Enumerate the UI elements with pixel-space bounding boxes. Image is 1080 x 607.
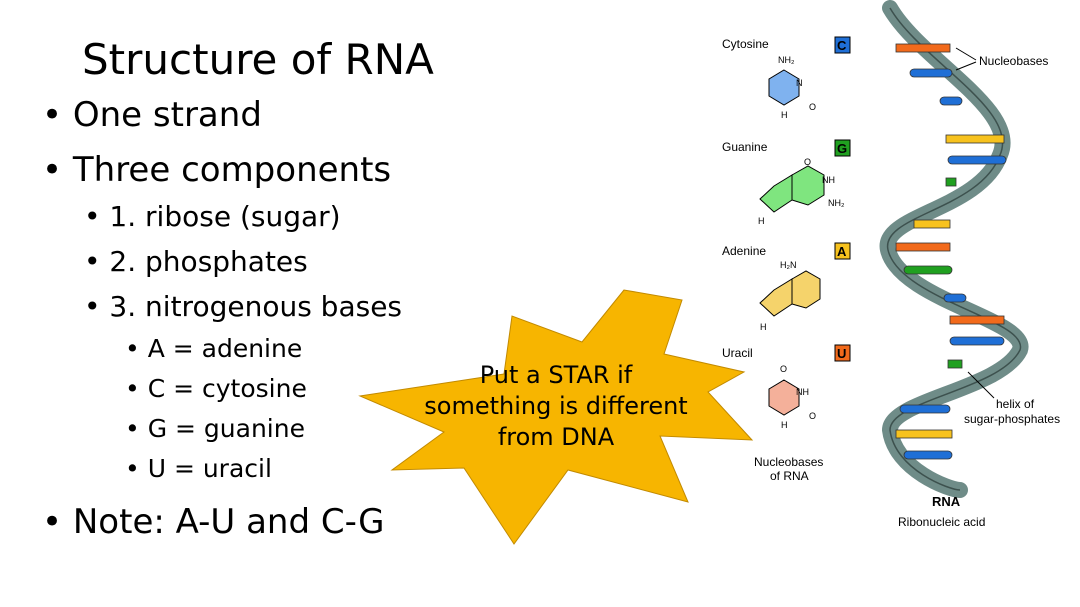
base-orange-3 — [949, 315, 1005, 325]
bullet-three-components: • Three components — [42, 150, 392, 190]
adenine-ring-1 — [759, 278, 793, 317]
helix-label-line-2: sugar-phosphates — [964, 412, 1060, 426]
base-blue-1 — [909, 68, 953, 78]
adenine-h2n: H₂N — [780, 260, 797, 270]
adenine-label: Adenine — [722, 244, 766, 258]
uracil-nh: NH — [796, 387, 809, 397]
bullet-nitrogenous-bases: • 3. nitrogenous bases — [84, 290, 403, 323]
uracil-ring — [768, 379, 800, 416]
bullet-uracil: • U = uracil — [125, 454, 272, 483]
nucleobases-pointer-2 — [955, 61, 977, 71]
adenine-letter-box — [834, 242, 851, 260]
helix-pointer — [967, 371, 995, 399]
bullet-ribose: • 1. ribose (sugar) — [84, 200, 341, 233]
base-green-1 — [945, 177, 957, 187]
bullet-cytosine: • C = cytosine — [125, 374, 307, 403]
cytosine-h: H — [781, 110, 788, 120]
guanine-ring-2 — [791, 165, 825, 206]
base-blue-2 — [939, 96, 963, 106]
cytosine-label: Cytosine — [722, 37, 769, 51]
base-yellow-2 — [913, 219, 951, 229]
adenine-letter: A — [837, 244, 847, 259]
guanine-h: H — [758, 216, 765, 226]
guanine-label: Guanine — [722, 140, 768, 154]
base-blue-3 — [947, 155, 1007, 165]
base-orange-2 — [895, 242, 951, 252]
nucleobases-of-rna-line-2: of RNA — [770, 469, 809, 483]
helix-label-line-1: helix of — [996, 397, 1035, 411]
uracil-letter-box — [834, 344, 851, 362]
bullet-phosphates: • 2. phosphates — [84, 245, 308, 278]
base-green-2 — [903, 265, 953, 275]
callout-line-3: from DNA — [497, 423, 615, 451]
cytosine-ring — [768, 69, 800, 106]
bullet-adenine: • A = adenine — [125, 334, 303, 363]
adenine-ring-2 — [791, 270, 821, 309]
adenine-h: H — [760, 322, 767, 332]
base-blue-4 — [943, 293, 967, 303]
ribonucleic-acid-label: Ribonucleic acid — [898, 515, 985, 529]
uracil-o: O — [780, 364, 787, 374]
guanine-nh: NH — [822, 175, 835, 185]
rna-figure: Cytosine C NH₂ N O H Guanine G O NH NH₂ … — [700, 0, 1080, 560]
uracil-o-2: O — [809, 411, 816, 421]
base-blue-6 — [899, 404, 951, 414]
cytosine-nh2: NH₂ — [778, 55, 795, 65]
uracil-letter: U — [837, 346, 846, 361]
bullet-note: • Note: A-U and C-G — [42, 502, 385, 542]
nucleobases-of-rna-line-1: Nucleobases — [754, 455, 823, 469]
nucleobases-pointer-1 — [955, 47, 977, 61]
cytosine-letter-box — [834, 36, 851, 54]
rna-label: RNA — [932, 494, 961, 509]
cytosine-n: N — [796, 78, 803, 88]
uracil-h: H — [781, 420, 788, 430]
nucleobases-label: Nucleobases — [979, 54, 1048, 68]
callout-line-1: Put a STAR if — [479, 361, 633, 389]
bullet-guanine: • G = guanine — [125, 414, 305, 443]
guanine-letter-box — [834, 139, 851, 157]
guanine-ring-1 — [759, 174, 793, 213]
base-yellow-1 — [945, 134, 1005, 144]
guanine-nh2: NH₂ — [828, 198, 845, 208]
cytosine-letter: C — [837, 38, 847, 53]
uracil-label: Uracil — [722, 346, 753, 360]
base-blue-7 — [903, 450, 953, 460]
guanine-letter: G — [837, 141, 847, 156]
helix-strand-edge — [887, 7, 1021, 491]
cytosine-o: O — [809, 102, 816, 112]
base-green-3 — [947, 359, 963, 369]
base-yellow-3 — [895, 429, 953, 439]
callout-line-2: something is different — [424, 392, 688, 420]
guanine-o: O — [804, 157, 811, 167]
star-callout-text: Put a STAR if something is different fro… — [410, 360, 702, 453]
base-orange-1 — [895, 43, 951, 53]
slide-title: Structure of RNA — [82, 35, 434, 84]
bullet-one-strand: • One strand — [42, 95, 262, 135]
base-blue-5 — [949, 336, 1005, 346]
